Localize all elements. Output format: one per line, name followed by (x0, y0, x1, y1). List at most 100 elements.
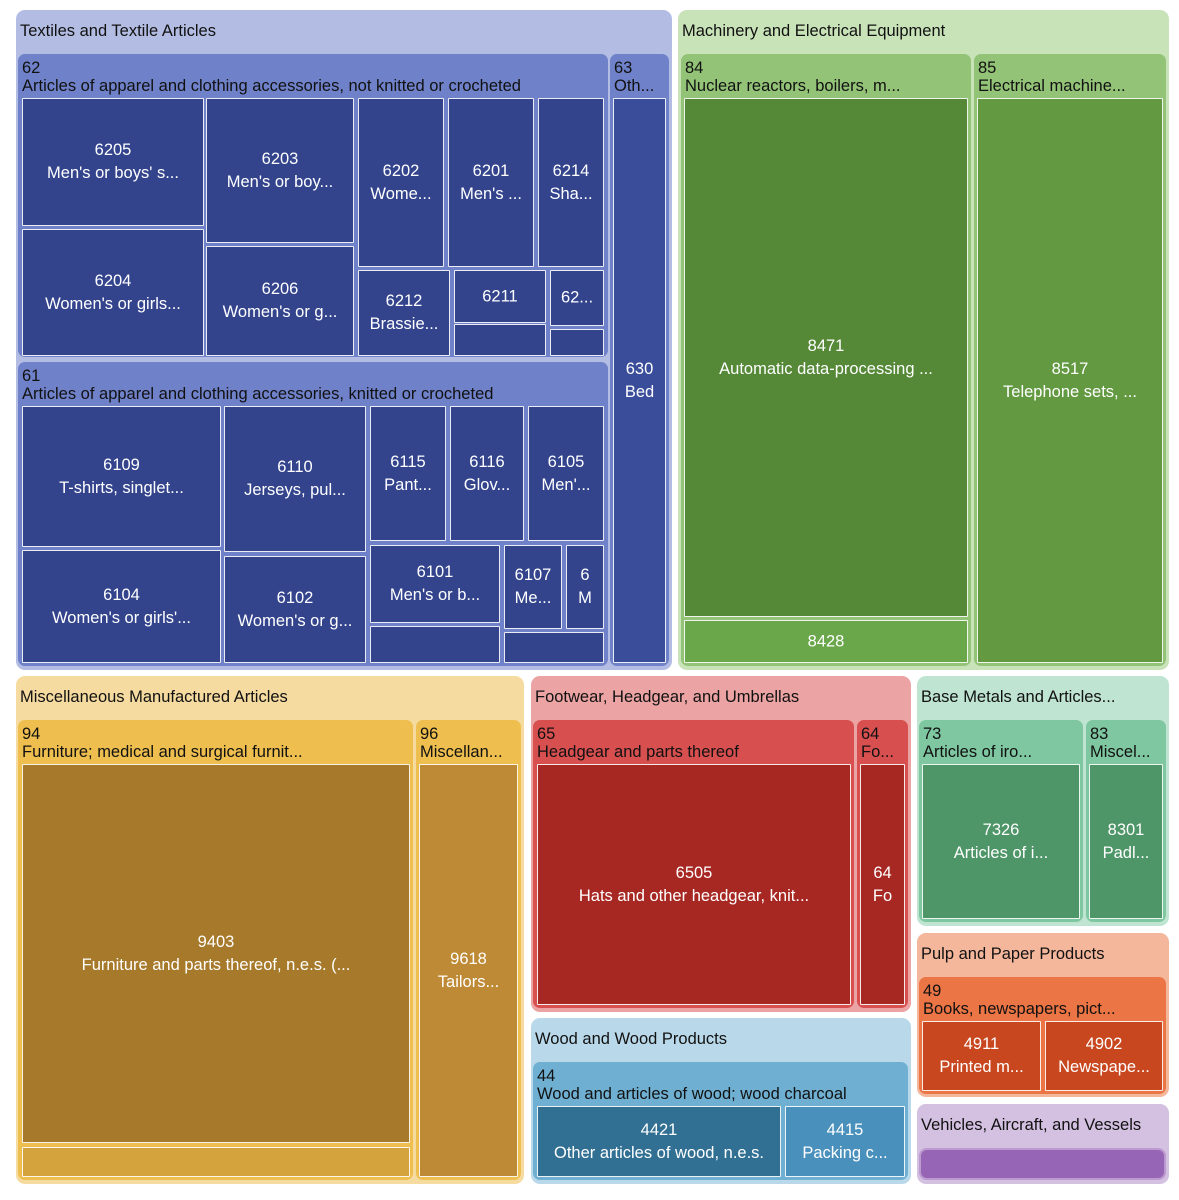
chapter-code: 44 (537, 1067, 556, 1085)
product-name: Telephone sets, ... (1003, 382, 1137, 401)
chapter-name: Wood and articles of wood; wood charcoal (537, 1085, 847, 1103)
chapter-blank[interactable] (919, 1148, 1166, 1180)
section-label-wrap: Pulp and Paper Products (921, 945, 1166, 963)
product-name: Furniture and parts thereof, n.e.s. (... (81, 955, 351, 974)
chapter-code: 94 (22, 725, 41, 743)
section-label-wrap: Vehicles, Aircraft, and Vessels (921, 1116, 1166, 1134)
product-8428[interactable]: 8428 (684, 620, 968, 663)
product-unlabeled[interactable] (550, 329, 604, 356)
chapter-code: 96 (420, 725, 439, 743)
product-name: Men's ... (460, 184, 522, 203)
product-62[interactable]: 62... (550, 270, 604, 326)
product-name: Men's or boys' s... (47, 164, 179, 182)
product-code: 6109 (103, 455, 140, 474)
product-name: Jerseys, pul... (244, 481, 346, 499)
product-code: 6202 (382, 161, 420, 180)
product-unlabeled[interactable] (504, 632, 604, 663)
product-code: 6 (580, 566, 590, 584)
section-label-wrap: Textiles and Textile Articles (20, 22, 669, 40)
product-name: Tailors... (437, 972, 500, 991)
chapter-name: Miscel... (1090, 743, 1151, 761)
product-code: 6211 (482, 287, 518, 305)
product-unlabeled[interactable] (22, 1147, 410, 1177)
chapter-name: Articles of apparel and clothing accesso… (22, 385, 494, 403)
product-unlabeled[interactable] (454, 324, 546, 356)
chapter-name: Books, newspapers, pict... (923, 1000, 1116, 1018)
product-label: 8428 (685, 630, 967, 653)
product-code: 6203 (261, 149, 299, 168)
section-label: Footwear, Headgear, and Umbrellas (535, 688, 800, 706)
product-code: 6110 (277, 458, 313, 476)
product-code: 8301 (1107, 820, 1145, 839)
product-code: 6116 (469, 452, 505, 471)
product-code: 6212 (385, 292, 423, 310)
product-code: 6105 (547, 452, 585, 471)
product-name: Women's or g... (222, 303, 338, 321)
product-unlabeled[interactable] (370, 626, 500, 663)
product-code: 6505 (675, 863, 713, 882)
section-label: Pulp and Paper Products (921, 945, 1105, 963)
chapter-name: Articles of iro... (923, 743, 1033, 761)
chapter-code: 84 (685, 59, 704, 77)
chapter-name: Electrical machine... (978, 77, 1126, 95)
product-6211[interactable]: 6211 (454, 270, 546, 323)
chapter-name: Oth... (614, 77, 655, 95)
product-code: 4902 (1085, 1035, 1123, 1053)
chapter-code: 83 (1090, 725, 1109, 743)
product-name: Wome... (370, 184, 432, 203)
product-name: Women's or girls... (45, 294, 181, 313)
section-label-wrap: Footwear, Headgear, and Umbrellas (535, 688, 908, 706)
product-name: Men's or b... (389, 586, 481, 604)
product-label: 6211 (455, 285, 545, 308)
product-label: 62... (551, 287, 603, 310)
chapter-code: 65 (537, 725, 556, 743)
chapter-name: Headgear and parts thereof (537, 743, 739, 761)
